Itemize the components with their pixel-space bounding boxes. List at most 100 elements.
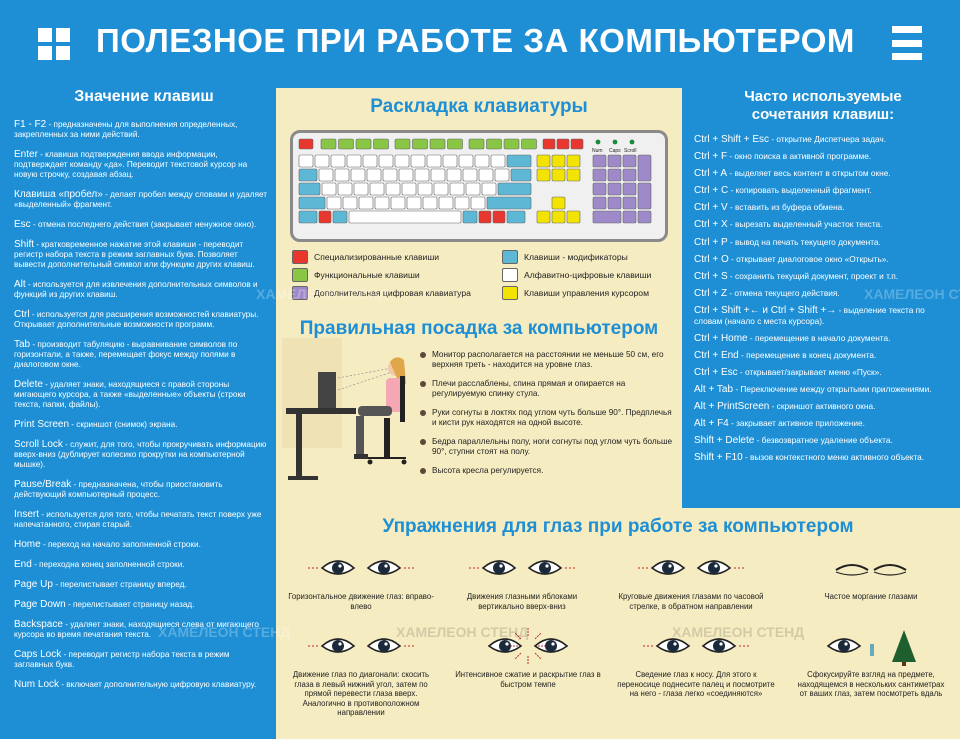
key-name: Insert: [14, 509, 40, 520]
alphanumeric-key: [414, 168, 430, 182]
combo-item: Alt + F4 - закрывает активное приложение…: [694, 418, 952, 430]
numpad-key: [637, 154, 652, 182]
key-description: - используется для извлечения дополнител…: [14, 280, 258, 299]
key-name: Delete: [14, 379, 43, 390]
key-item: Tab - производит табуляцию - выравнивани…: [14, 340, 268, 370]
eye-exercise-caption: Интенсивное сжатие и раскрытие глаз в бы…: [455, 670, 601, 689]
alphanumeric-key: [314, 154, 330, 168]
combo-description: - отмена текущего действия.: [727, 287, 840, 298]
combo-description: - перемещение в конец документа.: [738, 349, 877, 360]
function-key: [468, 138, 485, 150]
keyboard-key: [332, 210, 348, 224]
combo-item: Shift + F10 - вызов контекстного меню ак…: [694, 452, 952, 464]
key-name: Клавиша «пробел»: [14, 189, 103, 200]
keyboard-key: [542, 138, 556, 150]
alphanumeric-key: [350, 168, 366, 182]
alphanumeric-key: [353, 182, 369, 196]
key-name: Backspace: [14, 619, 63, 630]
eyes-illustration-icon: [835, 564, 907, 576]
combo-description: - вызов контекстного меню активного объе…: [742, 452, 925, 463]
bullet-icon: [420, 381, 426, 387]
key-item: Enter - клавиша подтверждения ввода инфо…: [14, 150, 268, 180]
alphanumeric-key: [346, 154, 362, 168]
eye-exercise: Горизонтальное движение глаз: вправо-вле…: [286, 548, 436, 611]
numpad-key: [607, 168, 622, 182]
combo-keys: Ctrl + Z: [694, 287, 728, 299]
combos-heading: Часто используемые сочетания клавиш:: [694, 88, 952, 124]
arrow-key: [566, 210, 581, 224]
combo-keys: Ctrl + End: [694, 349, 739, 361]
key-name: Alt: [14, 279, 26, 290]
key-name: End: [14, 559, 32, 570]
alphanumeric-key: [465, 182, 481, 196]
numpad-key: [622, 196, 637, 210]
combo-description: - открывает/закрывает меню «Пуск».: [737, 366, 882, 377]
numpad-key: [592, 168, 607, 182]
arrow-key: [551, 210, 566, 224]
alphanumeric-key: [458, 154, 474, 168]
alphanumeric-key: [481, 182, 497, 196]
num-indicator-led: [595, 139, 601, 145]
alphanumeric-key: [390, 196, 406, 210]
key-item: Page Up - перелистывает страницу вперед.: [14, 580, 268, 590]
numpad-key: [592, 154, 607, 168]
eyes-illustration-icon: [643, 638, 749, 653]
combo-item: Ctrl + Shift + Esc - открытие Диспетчера…: [694, 134, 952, 146]
eye-exercise: Сфокусируйте взгляд на предмете, находящ…: [796, 626, 946, 699]
alphanumeric-key: [474, 154, 490, 168]
combo-item: Ctrl + Esc - открывает/закрывает меню «П…: [694, 367, 952, 379]
alphanumeric-key: [342, 196, 358, 210]
alphanumeric-key: [462, 168, 478, 182]
key-name: Esc: [14, 219, 31, 230]
combo-description: - скриншот активного окна.: [769, 400, 876, 411]
key-description: - удаляет знаки, находящиеся слева от ми…: [14, 620, 259, 639]
space-key: [348, 210, 462, 224]
caps-indicator-led: [612, 139, 618, 145]
alphanumeric-key: [358, 196, 374, 210]
combo-item: Ctrl + O - открывает диалоговое окно «От…: [694, 254, 952, 266]
alphanumeric-key: [470, 196, 486, 210]
combo-keys: Ctrl + F: [694, 151, 728, 163]
key-description: - перелистывает страницу назад.: [65, 600, 195, 609]
combo-keys: Ctrl + S: [694, 270, 728, 282]
eye-exercise-caption: Горизонтальное движение глаз: вправо-вле…: [288, 592, 434, 611]
alphanumeric-key: [478, 168, 494, 182]
legend-label: Клавиши - модификаторы: [524, 252, 628, 262]
numpad-key: [607, 196, 622, 210]
eye-exercise-caption: Круговые движения глазами по часовой стр…: [618, 592, 764, 611]
function-key: [320, 138, 337, 150]
eye-exercise-caption: Движения глазными яблоками вертикально в…: [466, 592, 578, 611]
alphanumeric-key: [410, 154, 426, 168]
alphanumeric-key: [490, 154, 506, 168]
combo-description: - открытие Диспетчера задач.: [769, 134, 887, 144]
eye-exercise: Движение глаз по диагонали: скосить глаз…: [286, 626, 436, 718]
windows-logo-icon: [38, 28, 70, 60]
function-key: [486, 138, 502, 150]
combo-item: Ctrl + X - вырезать выделенный участок т…: [694, 219, 952, 231]
navigation-key: [566, 168, 581, 182]
alphanumeric-key: [494, 168, 510, 182]
posture-tip: Монитор располагается на расстоянии не м…: [420, 350, 676, 370]
combo-keys: Shift + Delete: [694, 435, 755, 447]
legend-item: Клавиши управления курсором: [502, 286, 672, 300]
combo-description: - копировать выделенный фрагмент.: [728, 185, 872, 196]
key-item: Pause/Break - предназначена, чтобы приос…: [14, 480, 268, 500]
indicator-label: Scroll: [624, 148, 637, 154]
posture-tips: Монитор располагается на расстоянии не м…: [420, 350, 676, 485]
numpad-key: [622, 154, 637, 168]
keyboard-key: [506, 154, 532, 168]
function-key: [429, 138, 446, 150]
combo-keys: Ctrl + V: [694, 202, 728, 214]
eye-exercise: Сведение глаз к носу. Для этого к перено…: [616, 626, 776, 699]
keyboard-key: [478, 210, 492, 224]
posture-tip: Высота кресла регулируется.: [420, 466, 676, 476]
keys-section: Значение клавиш F1 - F2 - предназначены …: [0, 88, 276, 739]
alphanumeric-key: [374, 196, 390, 210]
function-key: [447, 138, 463, 150]
key-description: - скриншот (снимок) экрана.: [69, 420, 178, 429]
legend-label: Алфавитно-цифровые клавиши: [524, 270, 652, 280]
keyboard-svg: Num Caps Scroll: [298, 138, 652, 224]
numpad-key: [637, 182, 652, 210]
combos-heading-line: сочетания клавиш:: [751, 106, 895, 123]
